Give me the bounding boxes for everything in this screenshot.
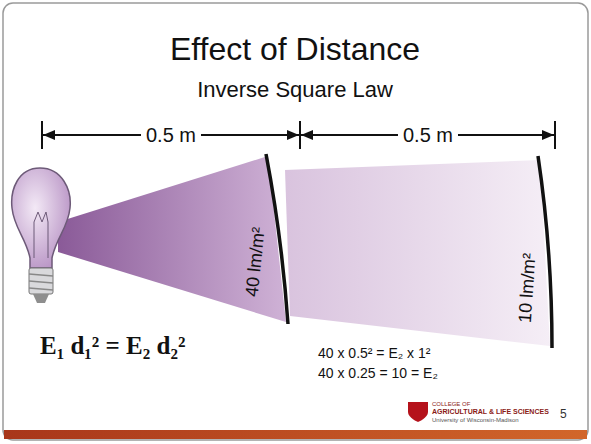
calculation: 40 x 0.5² = E₂ x 1² — [318, 346, 430, 361]
dimension-line — [42, 121, 555, 149]
dimension-label: 0.5 m — [398, 124, 458, 146]
university-crest — [408, 402, 428, 422]
surface-near — [266, 154, 288, 324]
footer-bar — [4, 430, 587, 439]
light-beam-near — [58, 156, 286, 322]
page-number: 5 — [560, 408, 567, 421]
light-bulb — [12, 168, 71, 303]
dimension-label: 0.5 m — [141, 124, 201, 146]
logo-text: COLLEGE OF — [432, 401, 470, 408]
surface-far — [538, 156, 552, 348]
logo-text: University of Wisconsin-Madison — [432, 417, 519, 424]
light-beam-far — [285, 160, 550, 346]
calculation: 40 x 0.25 = 10 = E₂ — [318, 366, 438, 381]
formula: E₁ d₁² = E₂ d₂² — [40, 332, 185, 360]
slide-title: Effect of Distance — [170, 32, 420, 67]
slide-frame — [3, 3, 588, 440]
slide-subtitle: Inverse Square Law — [197, 78, 393, 102]
logo-text: AGRICULTURAL & LIFE SCIENCES — [432, 408, 549, 416]
